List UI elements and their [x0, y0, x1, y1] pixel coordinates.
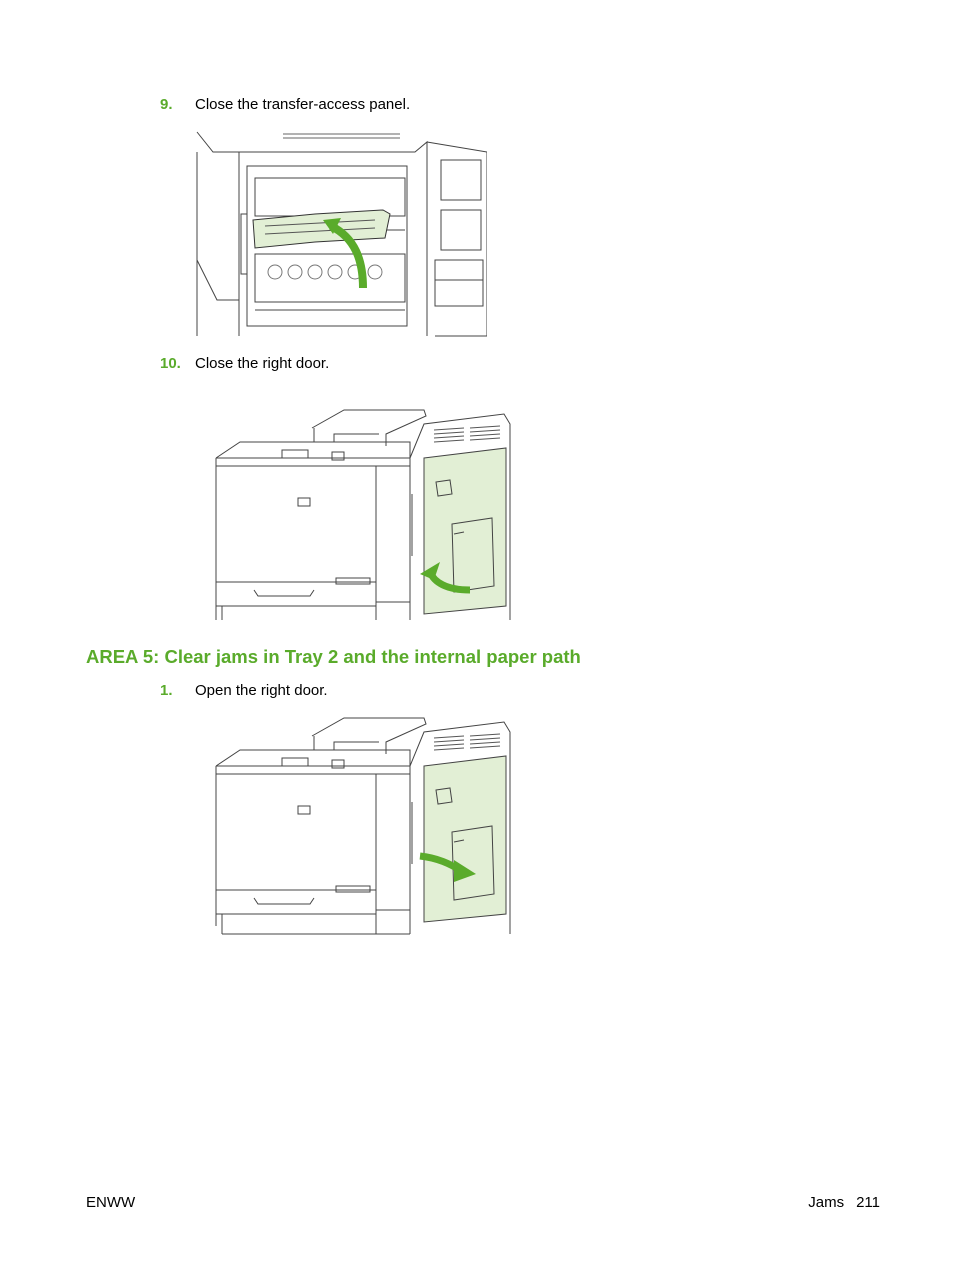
transfer-access-panel-illustration [196, 131, 487, 337]
step-number: 10. [160, 355, 181, 372]
step-number: 9. [160, 96, 173, 113]
footer-right: Jams 211 [808, 1194, 880, 1211]
step-text: Open the right door. [195, 682, 328, 699]
step-10: 10. Close the right door. [160, 355, 329, 373]
step-9: 9. Close the transfer-access panel. [160, 96, 410, 114]
step-1: 1. Open the right door. [160, 682, 328, 700]
close-right-door-illustration [215, 409, 511, 620]
footer-section: Jams [808, 1194, 845, 1211]
section-heading: AREA 5: Clear jams in Tray 2 and the int… [86, 646, 581, 667]
footer-left: ENWW [86, 1194, 136, 1211]
step-number: 1. [160, 682, 173, 699]
step-text: Close the right door. [195, 355, 330, 372]
open-right-door-illustration [215, 717, 511, 935]
step-text: Close the transfer-access panel. [195, 96, 411, 113]
page-number: 211 [856, 1194, 880, 1211]
